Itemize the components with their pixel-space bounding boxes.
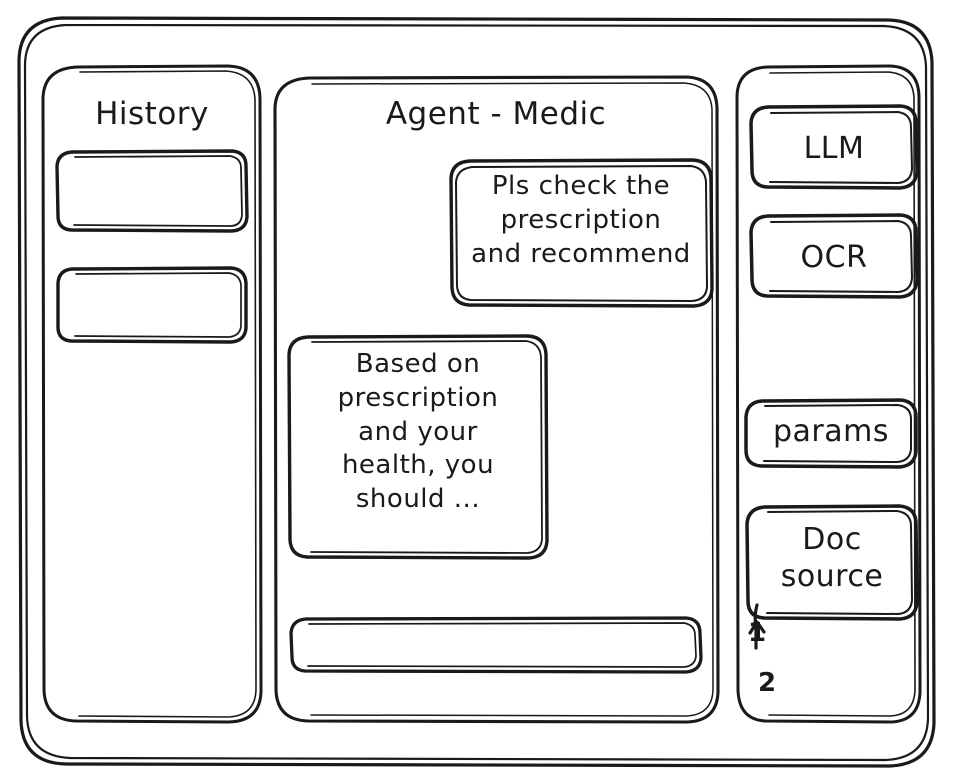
- assistant-message-text: Based on prescription and your health, y…: [337, 349, 499, 515]
- tool-button-llm-label: LLM: [803, 131, 865, 166]
- user-message-text: Pls check the prescription and recommend: [471, 171, 691, 269]
- tool-button-ocr-label: OCR: [800, 240, 868, 275]
- history-item[interactable]: [58, 151, 246, 231]
- tool-button-params-label: params: [773, 414, 889, 449]
- agent-title: Agent - Medic: [385, 96, 607, 132]
- message-input[interactable]: [292, 618, 700, 673]
- doc-source-list-item[interactable]: 1: [748, 618, 767, 648]
- tool-button-doc-source-label: Doc source: [780, 522, 884, 594]
- history-item[interactable]: [58, 268, 246, 342]
- history-panel-title: History: [95, 96, 209, 132]
- doc-source-list-item[interactable]: 2: [758, 668, 777, 698]
